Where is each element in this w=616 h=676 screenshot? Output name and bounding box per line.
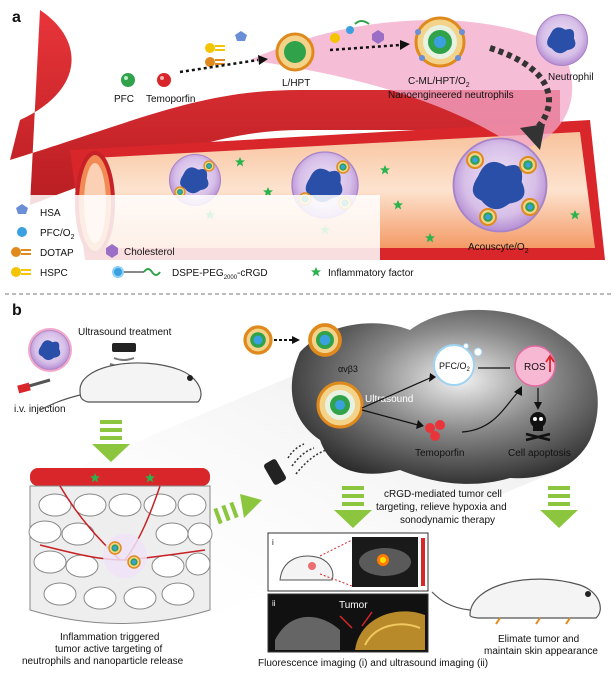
nanoengineered-label: Nanoengineered neutrophils [388,90,514,101]
panel-b: b i.v. injection Ultrasound treatment [12,302,601,669]
legend-dotap: DOTAP [40,248,74,259]
mouse-icon-2 [431,578,601,625]
legend-dspe: DSPE-PEG2000-cRGD [172,268,268,281]
ultrasound-image: ii [267,593,429,653]
panel-a-letter: a [12,9,21,26]
cholesterol-legend-icon [106,244,118,258]
neutrophil-label: Neutrophil [548,72,594,83]
ultrasound-probe-icon [264,443,327,485]
inflammation-caption-1: Inflammation triggered [60,632,160,643]
temoporfin-molecule-icon [425,420,445,441]
legend-cholesterol: Cholesterol [124,247,175,258]
lhpt-particle [275,32,315,72]
tumor-label: Tumor [339,600,368,611]
dotap-legend-icon [11,247,31,257]
ros-label: ROS [524,362,546,373]
cml-particle [414,16,466,68]
legend-hsa: HSA [40,208,61,219]
hsa-legend-icon [16,204,28,214]
ros-up-arrow [545,354,555,372]
tumor-nanoparticle [316,381,364,429]
panel-a: a PFC Temoporfin L/HPT [0,5,611,290]
pfc-particle [121,73,135,87]
acouscyte-cell [452,137,548,233]
skull-icon [525,412,551,442]
panel-b-letter: b [12,302,22,319]
roman-ii-label: ii [272,599,276,608]
ultrasound-treatment-label: Ultrasound treatment [78,327,172,338]
particle-binding [243,323,342,357]
mouse-icon-1 [39,362,202,411]
legend: HSA PFC/O2 DOTAP Cholesterol HSPC DSPE-P… [0,195,414,290]
apoptosis-label: Cell apoptosis [508,448,571,459]
pfco2-bubble [433,343,483,386]
avb3-label: αvβ3 [338,364,358,374]
legend-pfco2: PFC/O2 [40,228,75,241]
lipid-icons [205,31,247,67]
pfc-label: PFC [114,94,134,105]
fluorescence-image: i [267,532,429,592]
dspe-legend-icon [112,266,161,278]
acouscyte-label: Acouscyte/O2 [468,242,529,255]
neutrophil-cell [535,13,589,67]
legend-hspc: HSPC [40,268,68,279]
syringe-icon [17,378,51,394]
cml-label: C-ML/HPT/O2 [408,76,470,89]
crgd-caption-2: targeting, relieve hypoxia and [376,502,507,513]
eliminate-caption-2: maintain skin appearance [484,646,598,657]
lhpt-label: L/HPT [282,78,310,89]
green-arrow-down-3 [540,486,578,528]
tumor-tissue [28,468,213,624]
inflammation-caption-2: tumor active targeting of [55,644,162,655]
roman-i-label: i [272,538,274,547]
green-arrow-down-2 [334,486,372,528]
temoporfin-label: Temoporfin [146,94,195,105]
green-arrow-down-1 [92,420,130,462]
inflammation-caption-3: neutrophils and nanoparticle release [22,656,184,667]
neutrophil-inset [28,328,72,372]
crgd-caption-1: cRGD-mediated tumor cell [384,489,502,500]
hspc-legend-icon [11,267,31,277]
temoporfin-particle [157,73,171,87]
imaging-caption: Fluorescence imaging (i) and ultrasound … [258,658,488,669]
green-arrow-right [213,494,262,525]
eliminate-caption-1: Elimate tumor and [498,634,579,645]
temoporfin-b-label: Temoporfin [415,448,464,459]
pfco2-legend-icon [17,227,27,237]
coating-icons [330,20,384,44]
crgd-caption-3: sonodynamic therapy [400,515,495,526]
ros-box [514,345,556,387]
ultrasound-label: Ultrasound [365,394,413,405]
legend-inflammatory: Inflammatory factor [328,268,414,279]
bubble-pfco2-label: PFC/O2 [439,361,471,373]
